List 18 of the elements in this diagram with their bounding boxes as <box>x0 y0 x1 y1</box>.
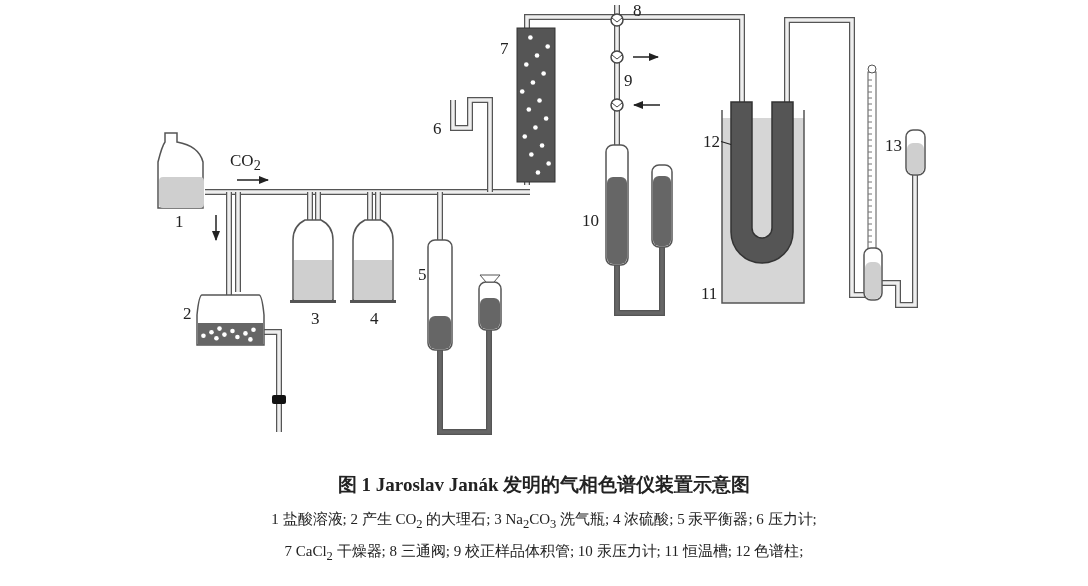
chromatography-column <box>730 101 794 264</box>
legend-text: 7 CaCl$_{2}$ 干燥器; 8 三通阀; 9 校正样品体积管; 10 汞压力计; 11 恒温槽; 12 色谱柱; <box>283 542 805 564</box>
figure-title: 图 1 Jaroslav Janák 发明的气相色谱仪装置示意图 <box>336 473 752 497</box>
callout-number: 2 <box>183 305 192 322</box>
flow-label: CO$_{2}$ <box>230 152 261 173</box>
legend-text: 1 盐酸溶液; 2 产生 CO$_{2}$ 的大理石; 3 Na$_{2}$CO$_{3}$ 洗气瓶; 4 浓硫酸; 5 汞平衡器; 6 压力计; <box>270 510 818 532</box>
callout-number: 9 <box>624 72 633 89</box>
callout-number: 5 <box>418 266 427 283</box>
leader-line <box>720 140 732 146</box>
callout-number: 10 <box>582 212 599 229</box>
callout-number: 7 <box>500 40 509 57</box>
callout-number: 12 <box>703 133 720 150</box>
callout-number: 11 <box>701 285 718 302</box>
callout-number: 6 <box>433 120 442 137</box>
callout-number: 3 <box>311 310 320 327</box>
callout-number: 4 <box>370 310 379 327</box>
callout-number: 1 <box>175 213 184 230</box>
callout-number: 13 <box>885 137 902 154</box>
